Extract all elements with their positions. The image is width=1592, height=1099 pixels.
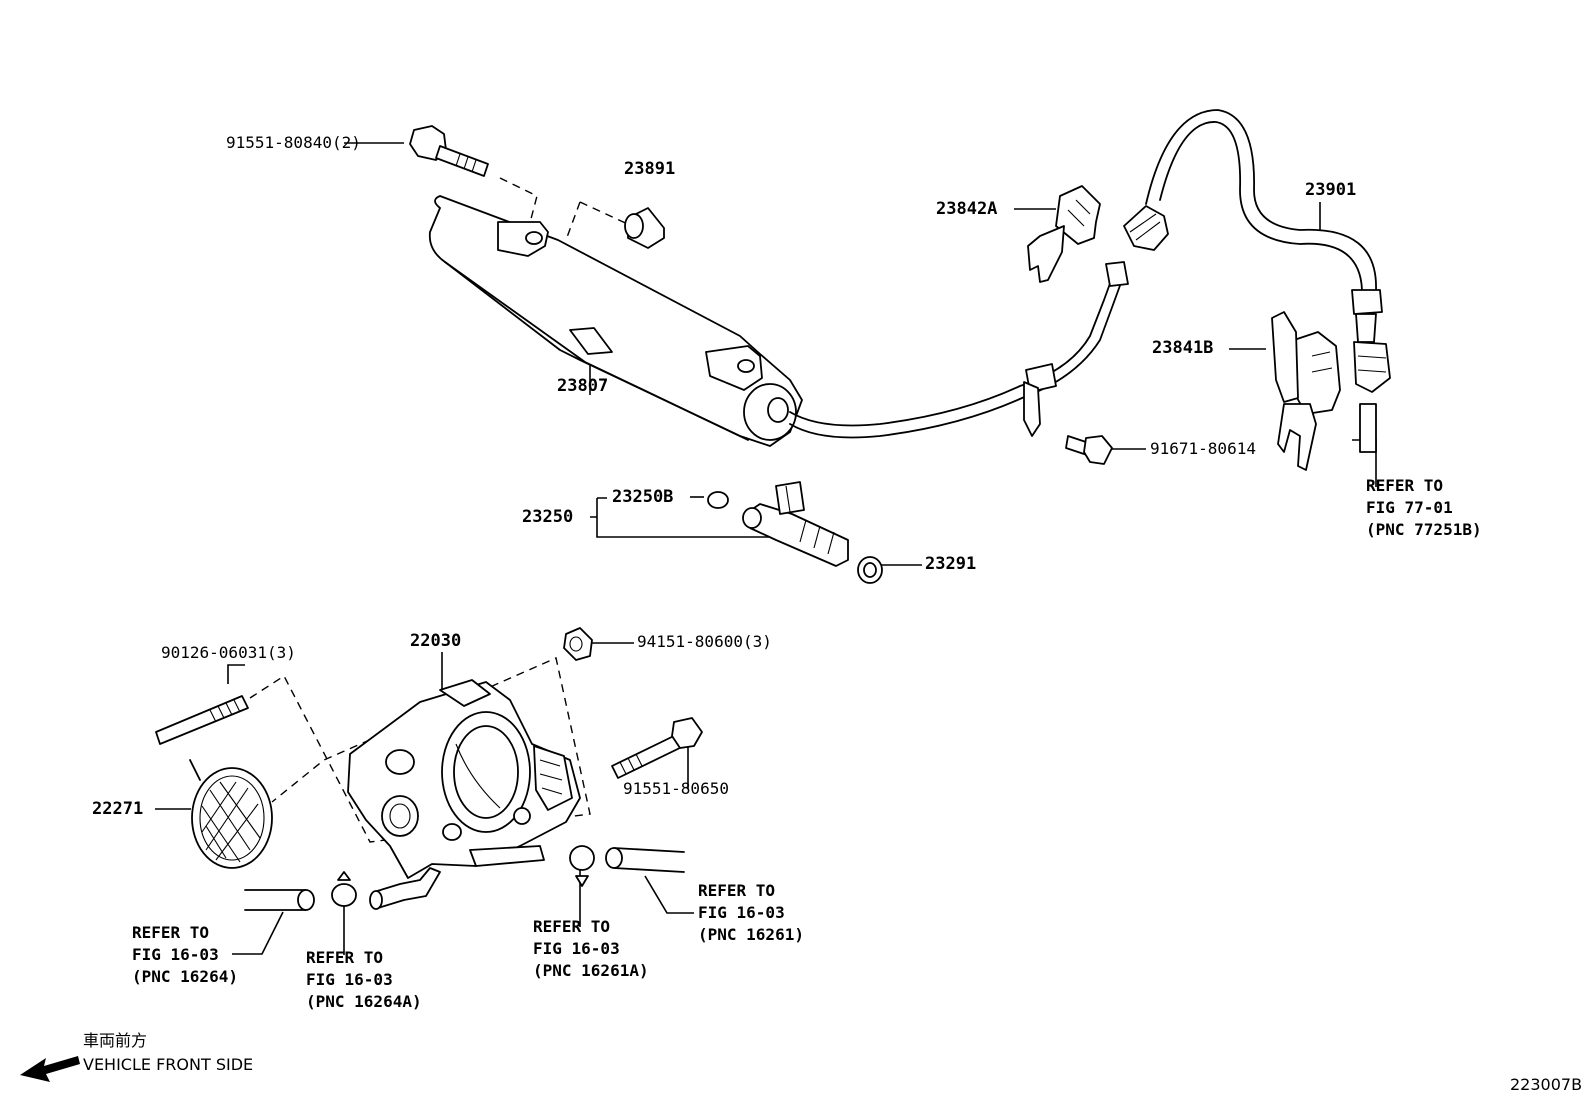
refer-line-2: FIG 16-03 xyxy=(132,945,219,964)
delivery-pipe[interactable] xyxy=(428,195,803,447)
hose-clamp-16261a[interactable] xyxy=(569,845,595,887)
label-clamp-a[interactable]: 23842A xyxy=(936,199,997,219)
bolt-throttle-icon[interactable] xyxy=(611,717,703,779)
refer-line-1: REFER TO xyxy=(533,917,610,936)
fuel-hose[interactable] xyxy=(1145,109,1391,393)
bolt-icon[interactable] xyxy=(409,125,489,177)
label-delivery-pipe[interactable]: 23807 xyxy=(557,376,608,396)
label-clamp-b[interactable]: 23841B xyxy=(1152,338,1213,358)
refer-line-3: (PNC 16261) xyxy=(698,925,804,944)
stud-icon[interactable] xyxy=(155,695,249,745)
label-bolt-rail[interactable]: 91551-80840(2) xyxy=(226,133,361,152)
bolt-clamp-icon[interactable] xyxy=(1065,435,1113,465)
refer-line-2: FIG 77-01 xyxy=(1366,498,1453,517)
label-gasket[interactable]: 22271 xyxy=(92,799,143,819)
refer-pnc-16261[interactable]: REFER TO FIG 16-03 (PNC 16261) xyxy=(698,881,804,944)
refer-line-1: REFER TO xyxy=(132,923,209,942)
injector-icon[interactable] xyxy=(742,481,849,567)
refer-line-3: (PNC 16264A) xyxy=(306,992,422,1011)
refer-pnc-16264a[interactable]: REFER TO FIG 16-03 (PNC 16264A) xyxy=(306,948,422,1011)
label-bolt-clamp[interactable]: 91671-80614 xyxy=(1150,439,1256,458)
throttle-body[interactable] xyxy=(347,679,581,879)
clamp-a-icon[interactable] xyxy=(1027,185,1101,283)
arrow-left-icon xyxy=(20,1056,80,1082)
leader-lines xyxy=(155,142,1377,955)
clamp-b-icon[interactable] xyxy=(1271,311,1341,471)
refer-line-1: REFER TO xyxy=(1366,476,1443,495)
refer-line-2: FIG 16-03 xyxy=(698,903,785,922)
label-bolt-throttle[interactable]: 91551-80650 xyxy=(623,779,729,798)
refer-pnc-16264[interactable]: REFER TO FIG 16-03 (PNC 16264) xyxy=(132,923,238,986)
refer-line-2: FIG 16-03 xyxy=(533,939,620,958)
pipe-stub xyxy=(1359,403,1377,453)
hose-nipple[interactable] xyxy=(369,867,441,910)
refer-pnc-16261a[interactable]: REFER TO FIG 16-03 (PNC 16261A) xyxy=(533,917,649,980)
hose-connector-upper[interactable] xyxy=(1123,205,1169,251)
label-injector-seal[interactable]: 23291 xyxy=(925,554,976,574)
label-nut[interactable]: 94151-80600(3) xyxy=(637,632,772,651)
gasket-icon[interactable] xyxy=(189,759,273,869)
refer-fig-77-01[interactable]: REFER TO FIG 77-01 (PNC 77251B) xyxy=(1366,476,1482,539)
seal-icon[interactable] xyxy=(857,556,883,584)
refer-line-1: REFER TO xyxy=(698,881,775,900)
hose-lower-left[interactable] xyxy=(244,889,315,911)
refer-line-3: (PNC 16264) xyxy=(132,967,238,986)
hose-16261[interactable] xyxy=(605,847,685,873)
refer-line-3: (PNC 77251B) xyxy=(1366,520,1482,539)
hose-clamp-16264a[interactable] xyxy=(331,871,357,907)
nut-icon[interactable] xyxy=(563,627,593,661)
refer-line-1: REFER TO xyxy=(306,948,383,967)
refer-line-2: FIG 16-03 xyxy=(306,970,393,989)
refer-line-3: (PNC 16261A) xyxy=(533,961,649,980)
insulator-icon[interactable] xyxy=(624,207,665,249)
fuel-line xyxy=(789,277,1113,427)
label-injector-oring[interactable]: 23250B xyxy=(612,487,673,507)
oring-icon[interactable] xyxy=(707,491,729,509)
line-clamp-bracket xyxy=(1023,363,1057,437)
label-insulator[interactable]: 23891 xyxy=(624,159,675,179)
figure-code: 223007B xyxy=(1510,1075,1582,1094)
label-injector[interactable]: 23250 xyxy=(522,507,573,527)
direction-japanese: 車両前方 xyxy=(83,1031,147,1050)
direction-english: VEHICLE FRONT SIDE xyxy=(83,1055,253,1074)
label-throttle-body[interactable]: 22030 xyxy=(410,631,461,651)
label-fuel-hose[interactable]: 23901 xyxy=(1305,180,1356,200)
label-stud[interactable]: 90126-06031(3) xyxy=(161,643,296,662)
